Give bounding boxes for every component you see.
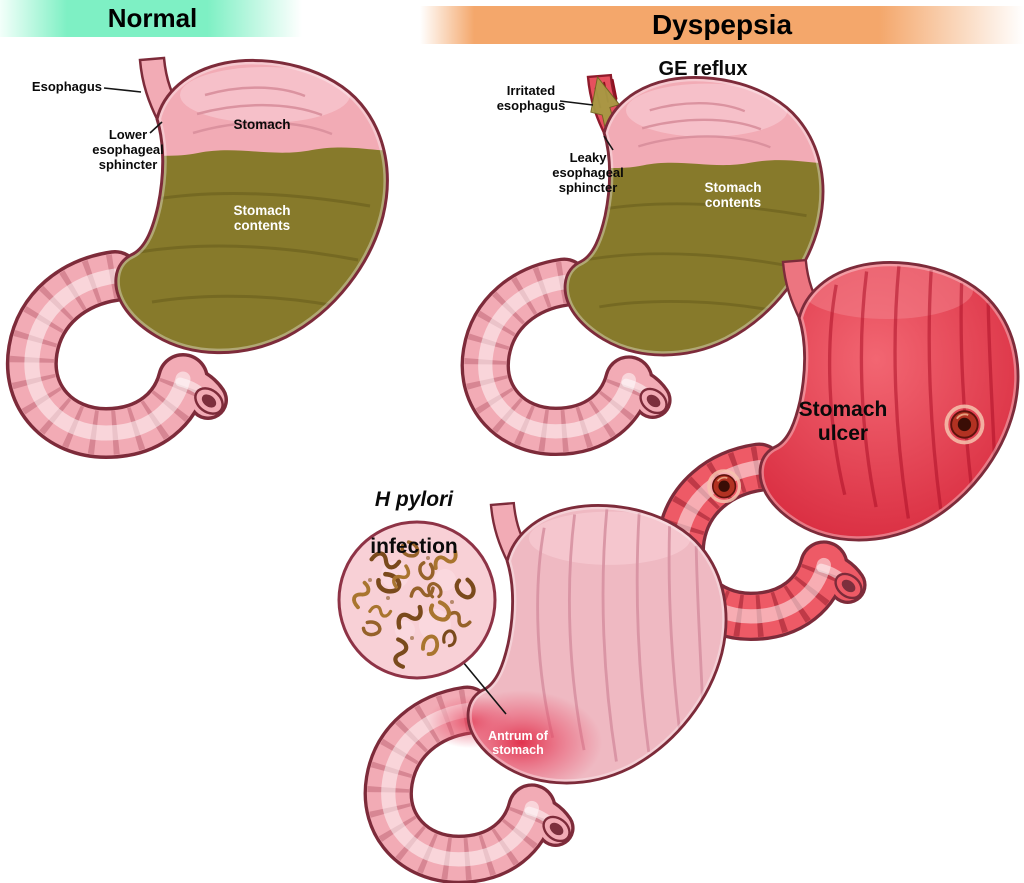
dyspepsia-banner: Dyspepsia [420, 6, 1024, 44]
normal-banner: Normal [0, 0, 305, 37]
h-pylori-title-italic: H pylori [374, 487, 454, 511]
normal-duodenum [32, 276, 228, 433]
leaky-pointer-line [603, 135, 614, 151]
ulcer-stomach-drawing [680, 258, 1020, 616]
ulcer-crater-duodenum [707, 469, 742, 504]
stomach-ulcer-title: Stomach ulcer [798, 398, 888, 445]
dyspepsia-banner-title: Dyspepsia [651, 9, 793, 40]
normal-banner-title: Normal [107, 3, 198, 33]
leaky-esophageal-sphincter-label: Leaky esophageal sphincter [552, 150, 624, 195]
h-pylori-title: H pylori infection [370, 464, 458, 582]
intestine-open-end [194, 387, 224, 415]
normal-stomach-contents-label: Stomach contents [233, 203, 291, 234]
stomach-label: Stomach [233, 117, 291, 132]
h-pylori-inset [337, 520, 507, 715]
inset-pointer-line [462, 661, 507, 715]
esophagus-label: Esophagus [31, 79, 102, 94]
h-pylori-duodenum [388, 710, 574, 859]
antrum-of-stomach-label: Antrum of stomach [488, 729, 548, 758]
label-pointer-lines [103, 87, 614, 151]
normal-stomach-drawing [32, 56, 389, 433]
ulcer-duodenum [680, 467, 866, 616]
ge-stomach-contents-label: Stomach contents [704, 180, 762, 211]
irritated-esophagus-label: Irritated esophagus [496, 83, 566, 113]
lower-esophageal-sphincter-label: Lower esophageal sphincter [92, 127, 164, 172]
bacteria-cluster [349, 537, 476, 667]
les-pointer-line [149, 121, 163, 134]
ge-reflux-title: GE reflux [658, 58, 748, 80]
ulcer-crater-body [944, 404, 985, 445]
h-pylori-title-rest: infection [370, 534, 458, 558]
ge-duodenum [485, 282, 671, 431]
esophagus-pointer-line [103, 87, 142, 93]
normal-stomach-contents [115, 147, 388, 353]
irritated-pointer-line [559, 100, 594, 106]
ge-reflux-stomach-drawing [485, 73, 825, 431]
